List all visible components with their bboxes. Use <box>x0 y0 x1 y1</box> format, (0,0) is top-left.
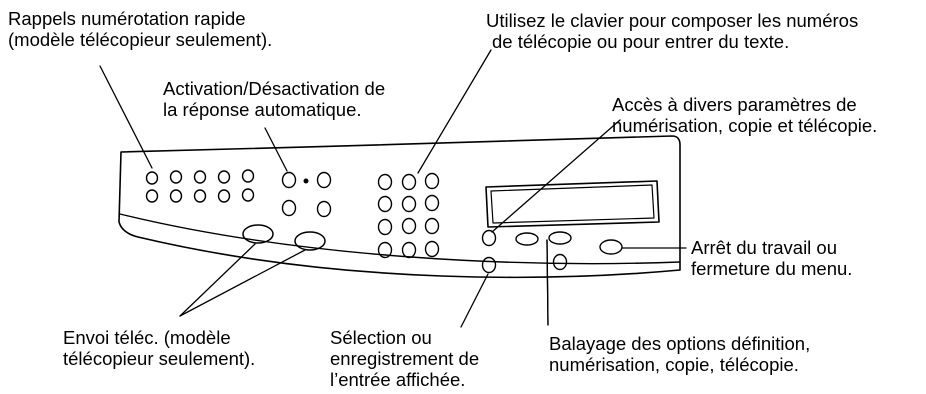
speed-dial-button <box>145 189 159 203</box>
callout-stop-line: fermeture du menu. <box>691 258 853 279</box>
leader-fax-send-b <box>179 249 306 317</box>
speed-dial-button <box>145 171 159 185</box>
keypad-key <box>377 173 393 191</box>
speed-dial-button <box>217 189 231 203</box>
speed-dial-button <box>241 169 255 183</box>
menu-button <box>481 229 497 247</box>
callout-settings-line: Accès à divers paramètres de <box>612 94 857 115</box>
keypad-key <box>401 241 417 259</box>
callout-select-line: l’entrée affichée. <box>330 369 466 390</box>
auto-answer-button <box>281 171 297 189</box>
leader-settings <box>491 119 621 233</box>
auto-answer-side-button <box>316 171 332 189</box>
callout-fax-send-line: Envoi téléc. (modèle <box>63 327 231 348</box>
callout-scroll-line: Balayage des options définition, <box>549 333 811 354</box>
callout-stop-cancel: Arrêt du travail ou fermeture du menu. <box>691 237 852 279</box>
callout-auto-answer-line: Activation/Désactivation de <box>163 78 386 99</box>
speed-dial-button <box>169 170 183 184</box>
callout-settings-access: Accès à divers paramètres de numérisatio… <box>612 94 877 136</box>
leader-auto-answer <box>264 127 288 172</box>
lcd-display <box>485 180 660 228</box>
speed-dial-button <box>193 170 207 184</box>
callout-auto-answer: Activation/Désactivation de la réponse a… <box>163 78 385 120</box>
fax-send-button-left <box>242 224 274 244</box>
leader-keypad <box>417 49 492 174</box>
callout-select-line: Sélection ou <box>330 327 432 348</box>
speed-dial-button <box>169 189 183 203</box>
fax-send-buttons <box>242 224 326 251</box>
panel-body <box>118 135 681 279</box>
scroll-right-button <box>548 231 572 245</box>
fax-send-button-right <box>294 231 326 251</box>
speed-dial-button <box>241 188 255 202</box>
keypad-key <box>424 194 440 212</box>
menu-buttons <box>481 229 623 274</box>
keypad-key <box>424 240 440 258</box>
auto-answer-controls <box>281 171 332 218</box>
keypad-key <box>424 217 440 235</box>
callout-settings-line: numérisation, copie et télécopie. <box>612 115 878 136</box>
keypad-key <box>401 217 417 235</box>
keypad-key <box>377 195 393 213</box>
leader-fax-send-a <box>179 243 256 317</box>
scroll-left-button <box>515 232 539 246</box>
callout-keypad-line: de télécopie ou pour entrer du texte. <box>492 31 790 52</box>
callout-fax-send-line: télécopieur seulement). <box>63 348 256 369</box>
keypad-key <box>377 218 393 236</box>
speed-dial-button <box>193 189 207 203</box>
leader-lines <box>99 49 687 328</box>
speed-dial-button <box>217 170 231 184</box>
numeric-keypad <box>377 172 440 259</box>
keypad-key <box>401 173 417 191</box>
callout-speed-dial-line: (modèle télécopieur seulement). <box>8 29 273 50</box>
callout-option-scroll: Balayage des options définition, numéris… <box>549 333 810 375</box>
keypad-key <box>377 241 393 259</box>
callout-select-save: Sélection ou enregistrement de l’entrée … <box>330 327 479 390</box>
leader-select <box>460 273 489 328</box>
auto-answer-indicator <box>303 178 309 184</box>
select-button <box>481 256 497 274</box>
keypad-key <box>424 172 440 190</box>
callout-scroll-line: numérisation, copie, télécopie. <box>549 354 799 375</box>
callout-select-line: enregistrement de <box>330 348 480 369</box>
callout-stop-line: Arrêt du travail ou <box>691 237 838 258</box>
callout-speed-dial: Rappels numérotation rapide (modèle télé… <box>8 8 272 50</box>
callout-fax-send: Envoi téléc. (modèle télécopieur seuleme… <box>63 327 255 369</box>
panel-button <box>552 253 568 271</box>
speed-dial-buttons <box>145 169 255 203</box>
keypad-key <box>401 195 417 213</box>
callout-auto-answer-line: la réponse automatique. <box>163 99 362 120</box>
callout-keypad: Utilisez le clavier pour composer les nu… <box>486 10 858 52</box>
leader-speed-dial <box>99 65 153 169</box>
callout-keypad-line: Utilisez le clavier pour composer les nu… <box>486 10 859 31</box>
callout-speed-dial-line: Rappels numérotation rapide <box>8 8 246 29</box>
leader-scroll-b <box>546 239 549 326</box>
panel-button <box>281 199 297 217</box>
stop-button <box>599 239 623 255</box>
panel-button <box>316 200 332 218</box>
